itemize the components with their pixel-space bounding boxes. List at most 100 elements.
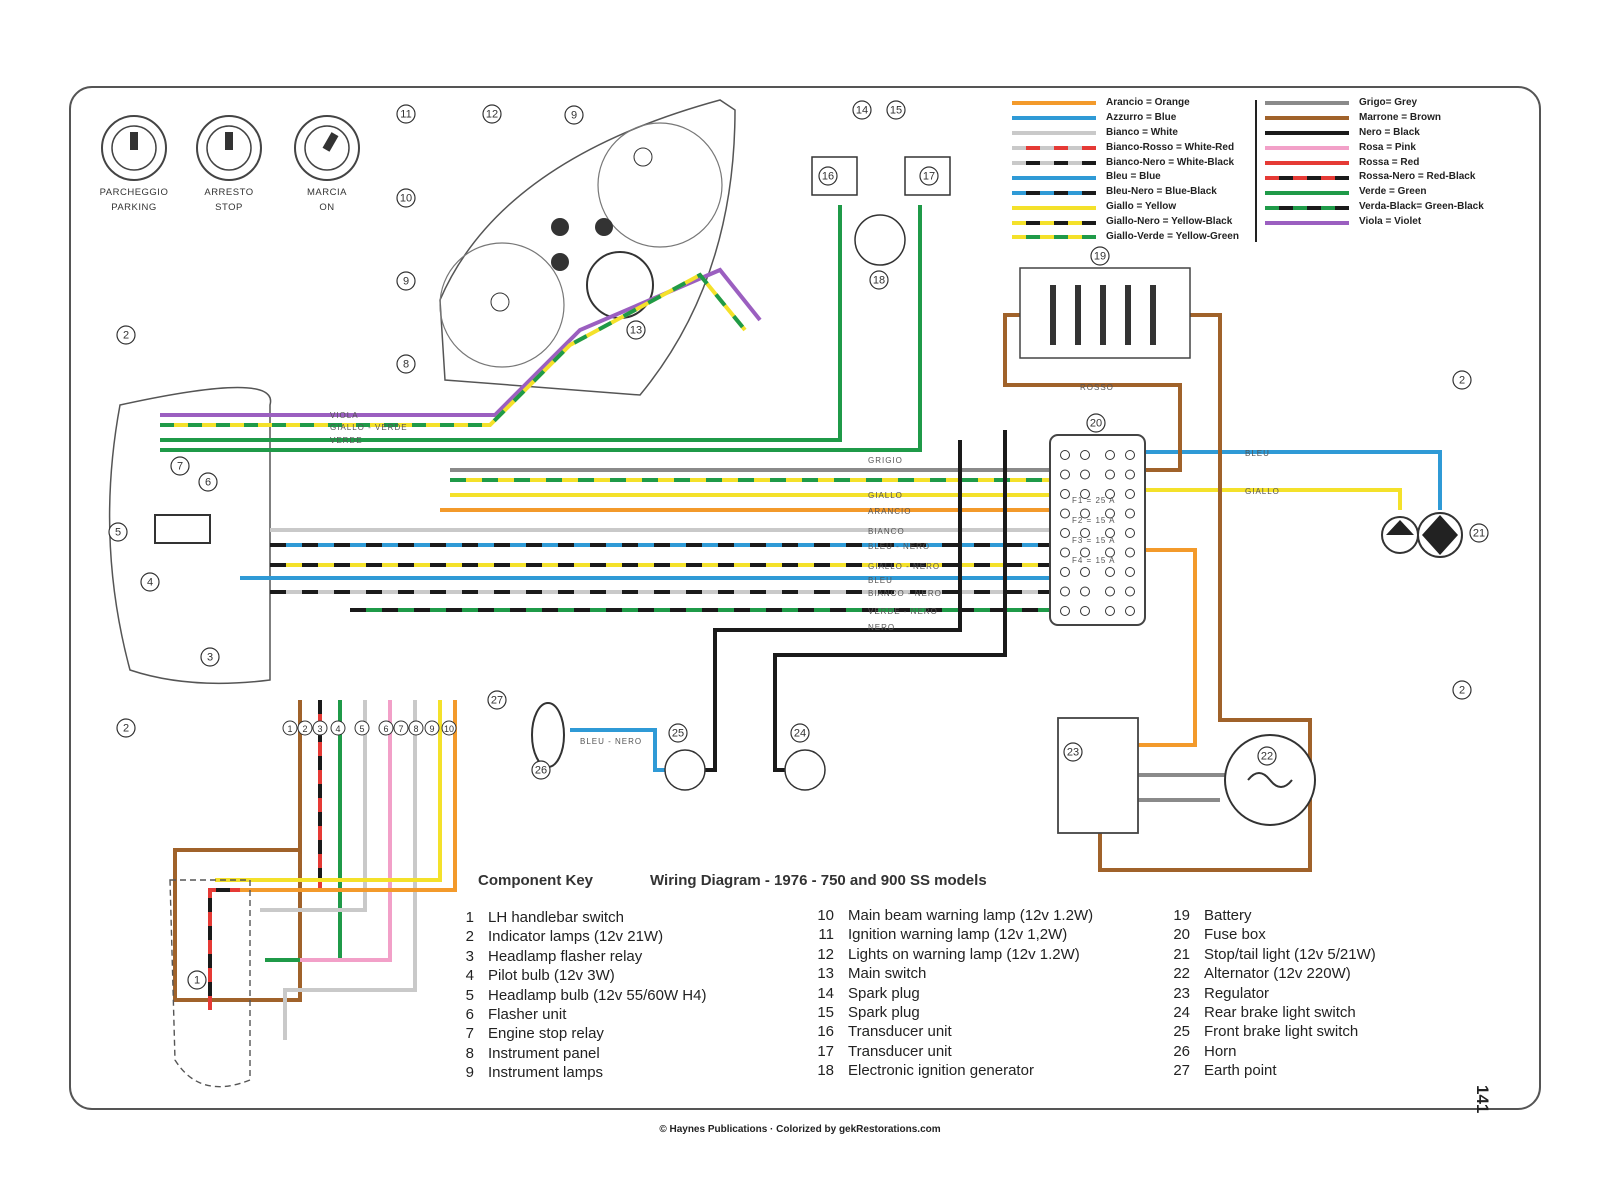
callout-6: 6 <box>198 472 218 492</box>
component-key-number: 26 <box>1173 1042 1190 1060</box>
switch-label-parking-it: PARCHEGGIO <box>99 187 169 198</box>
component-key-label: Ignition warning lamp (12v 1,2W) <box>848 926 1068 944</box>
component-key-label: Electronic ignition generator <box>848 1062 1034 1080</box>
component-key-label: Instrument lamps <box>488 1064 604 1082</box>
legend-item: Viola = Violet <box>1265 215 1484 230</box>
connector-pin: 5 <box>354 720 370 736</box>
fuse-terminal <box>1125 586 1135 597</box>
legend-item: Grigo= Grey <box>1265 96 1484 111</box>
credit-line: © Haynes Publications · Colorized by gek… <box>659 1124 941 1135</box>
legend-item: Bleu-Nero = Blue-Black <box>1012 185 1239 200</box>
fuse-terminal <box>1060 508 1070 519</box>
legend-item: Giallo-Nero = Yellow-Black <box>1012 215 1239 230</box>
component-key-number: 13 <box>817 965 834 983</box>
component-key-label: Main switch <box>848 965 927 983</box>
component-key-label: Lights on warning lamp (12v 1.2W) <box>848 945 1080 963</box>
component-key-number: 10 <box>817 907 834 924</box>
legend-item: Bianco-Rosso = White-Red <box>1012 141 1239 156</box>
fuse-label-f2: F2 = 15 A <box>1072 516 1115 525</box>
component-key-label: Stop/tail light (12v 5/21W) <box>1204 945 1376 963</box>
svg-text:6: 6 <box>205 477 211 489</box>
component-key-number: 5 <box>465 986 474 1004</box>
component-key-label: Front brake light switch <box>1204 1023 1359 1041</box>
legend-swatch <box>1265 146 1349 151</box>
legend-item: Bleu = Blue <box>1012 170 1239 185</box>
callout-15: 15 <box>886 100 906 120</box>
component-key-number: 1 <box>465 909 474 926</box>
callout-2: 2 <box>1452 680 1472 700</box>
svg-text:14: 14 <box>856 105 868 117</box>
svg-text:26: 26 <box>535 765 547 777</box>
legend-item: Bianco = White <box>1012 126 1239 141</box>
legend-swatch <box>1012 190 1096 195</box>
page-number: 141 <box>1473 1085 1492 1114</box>
callout-10: 10 <box>396 188 416 208</box>
wire-label-verde: VERDE <box>330 436 363 445</box>
component-key-label: Regulator <box>1204 984 1270 1002</box>
legend-label: Rosa = Pink <box>1359 141 1416 153</box>
legend-label: Marrone = Brown <box>1359 111 1441 123</box>
switch-label-on-en: ON <box>319 202 335 213</box>
component-key-label: Transducer unit <box>848 1023 952 1041</box>
legend-swatch <box>1012 175 1096 180</box>
svg-text:2: 2 <box>123 330 129 342</box>
legend-label: Bleu-Nero = Blue-Black <box>1106 186 1217 198</box>
svg-text:23: 23 <box>1067 747 1079 759</box>
legend-swatch <box>1012 220 1096 225</box>
legend-label: Bleu = Blue <box>1106 171 1161 183</box>
legend-label: Azzurro = Blue <box>1106 111 1177 123</box>
svg-text:16: 16 <box>822 171 834 183</box>
callout-9: 9 <box>396 271 416 291</box>
callout-8: 8 <box>396 354 416 374</box>
callout-2: 2 <box>116 325 136 345</box>
legend-label: Grigo= Grey <box>1359 97 1418 108</box>
wire-label-giallo-nero: GIALLO - NERO <box>868 562 940 571</box>
callout-18: 18 <box>869 270 889 290</box>
component-key-label: Headlamp flasher relay <box>488 947 643 965</box>
fuse-terminal <box>1125 528 1135 538</box>
component-key-number: 20 <box>1173 926 1190 944</box>
legend-swatch <box>1265 161 1349 165</box>
component-key-number: 9 <box>465 1064 474 1082</box>
fuse-terminal <box>1060 567 1070 577</box>
svg-text:11: 11 <box>400 109 411 121</box>
svg-text:1: 1 <box>287 724 292 734</box>
wire-label-bianco: BIANCO <box>868 527 905 536</box>
fuse-terminal <box>1105 567 1115 577</box>
legend-item: Marrone = Brown <box>1265 111 1484 126</box>
connector-pin: 2 <box>297 720 313 736</box>
component-key-number: 21 <box>1173 945 1190 963</box>
wire-label-bleu-nero-horn: BLEU - NERO <box>580 737 642 746</box>
fuse-terminal <box>1105 528 1115 538</box>
svg-text:3: 3 <box>207 652 213 664</box>
connector-pin: 3 <box>312 720 328 736</box>
legend-item: Giallo = Yellow <box>1012 200 1239 215</box>
wire-labels: VIOLA GIALLO - VERDE VERDE GRIGIO GIALLO… <box>330 383 1279 746</box>
component-key-number: 6 <box>465 1005 474 1023</box>
component-key-item: 13 Main switch <box>810 964 1093 983</box>
svg-text:21: 21 <box>1473 528 1485 540</box>
callout-17: 17 <box>919 166 939 186</box>
callout-13: 13 <box>626 320 646 340</box>
switch-label-on: MARCIA ON <box>287 187 367 213</box>
connector-pin: 7 <box>393 720 409 736</box>
fuse-terminal <box>1105 489 1115 499</box>
lh-handlebar-switch <box>169 879 251 1088</box>
fuse-terminal <box>1125 489 1135 499</box>
connector-pin: 8 <box>408 720 424 736</box>
fuse-terminal <box>1125 567 1135 577</box>
legend-swatch <box>1012 131 1096 136</box>
component-key-label: Indicator lamps (12v 21W) <box>488 928 664 946</box>
svg-text:2: 2 <box>302 724 307 734</box>
svg-text:4: 4 <box>147 577 153 589</box>
legend-label: Bianco = White <box>1106 126 1178 138</box>
callout-11: 11 <box>396 104 416 124</box>
fuse-terminal <box>1080 469 1090 480</box>
